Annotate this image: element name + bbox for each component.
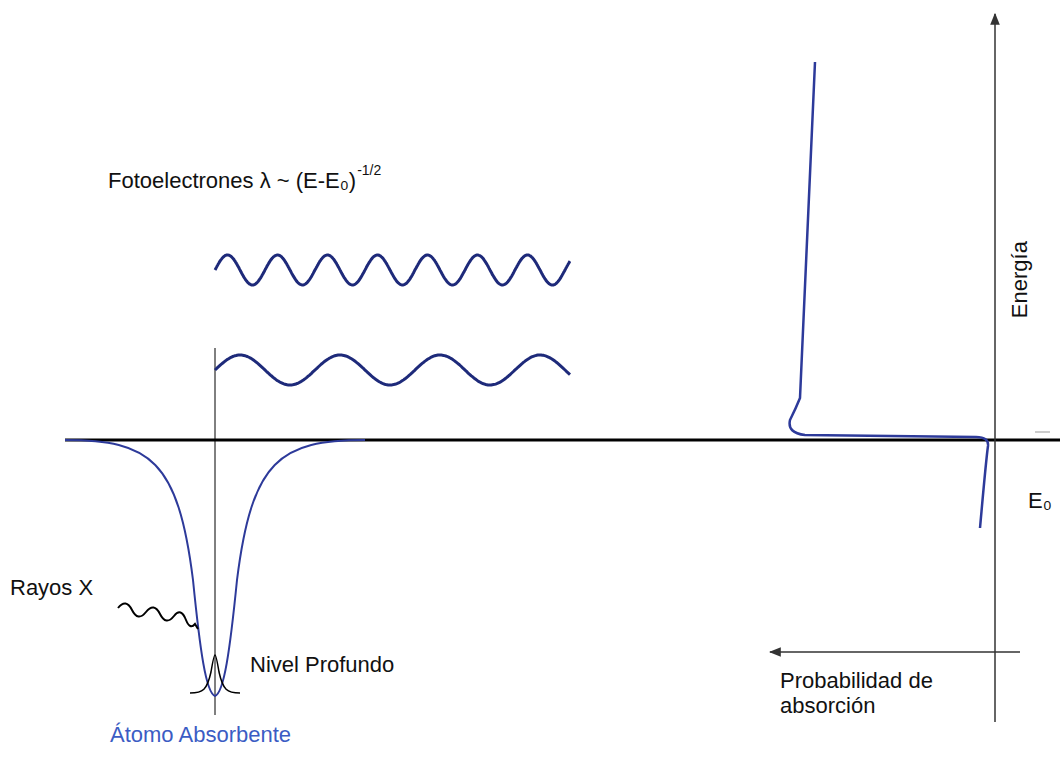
energy-line	[65, 439, 1060, 442]
atom-axis	[215, 348, 216, 715]
core-level	[190, 655, 240, 693]
energy-axis	[994, 14, 996, 722]
atom-label: Átomo Absorbente	[110, 722, 291, 747]
axis-label: Energía	[1007, 241, 1032, 318]
source-label: Rayos X	[10, 575, 93, 600]
photoelectron-wave-short	[215, 255, 570, 285]
formula-label: Fotoelectrones λ ~ (E-E₀)	[108, 168, 356, 193]
energy-level-label: E₀	[1028, 488, 1052, 513]
tick-mark	[1035, 432, 1050, 433]
formula-exponent: -1/2	[357, 162, 381, 178]
level-label: Nivel Profundo	[250, 652, 394, 677]
absorption-spectrum	[790, 62, 989, 528]
axis-label: Probabilidad de absorción	[780, 668, 940, 719]
probability-axis	[770, 651, 1020, 653]
photoelectron-wave-long	[215, 355, 570, 385]
x-ray-wave	[118, 603, 198, 629]
